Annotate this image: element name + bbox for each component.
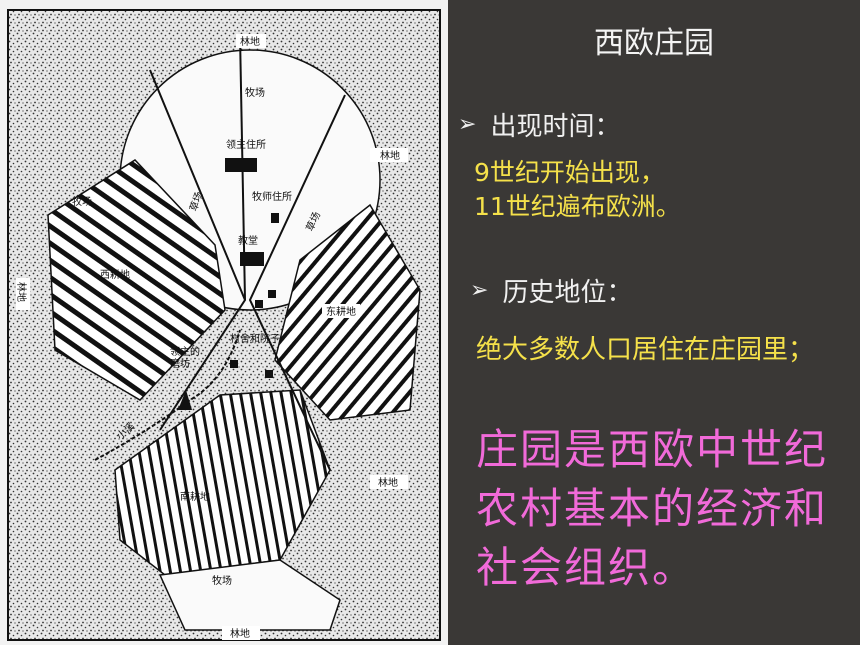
bullet-historical-status: ➢ 历史地位：	[470, 272, 632, 309]
manor-map: 林地 牧场 领主住所 牧师住所 教堂 林地 牧场 西耕地 东耕地 村舍和院子 领…	[0, 0, 448, 645]
label-priest-house: 牧师住所	[252, 190, 292, 203]
cottage	[230, 360, 238, 368]
label-south-field: 南耕地	[180, 490, 210, 503]
slide-title: 西欧庄园	[594, 26, 714, 61]
label-east-field: 东耕地	[326, 305, 356, 318]
lower-pasture	[158, 559, 341, 631]
south-field-area	[114, 389, 331, 576]
priest-house-building	[271, 213, 279, 223]
arrow-bullet-icon: ➢	[470, 278, 489, 303]
section1-line1: 9世纪开始出现，	[474, 158, 665, 187]
label-forest-right: 林地	[380, 149, 400, 162]
section2-heading: 历史地位：	[502, 278, 633, 308]
cottage	[255, 300, 263, 308]
label-forest-lower-right: 林地	[378, 476, 398, 489]
mill-building	[178, 390, 192, 410]
section1-heading: 出现时间：	[490, 112, 621, 142]
west-field-area	[47, 159, 226, 401]
road-east	[248, 94, 346, 471]
label-village: 村舍和院子	[230, 332, 280, 345]
bullet-appearance-time: ➢ 出现时间：	[458, 106, 620, 143]
highlight-text: 庄园是西欧中世纪农村基本的经济和社会组织。	[476, 425, 829, 592]
arrow-bullet-icon: ➢	[458, 112, 477, 137]
label-church: 教堂	[238, 234, 258, 247]
label-forest-left: 林地	[15, 282, 28, 302]
label-forest-bottom: 林地	[230, 627, 250, 640]
section2-text: 绝大多数人口居住在庄园里；	[476, 335, 815, 365]
manor-house-building	[225, 158, 257, 172]
church-building	[240, 252, 264, 266]
label-pasture-bottom: 牧场	[212, 574, 232, 587]
manor-map-svg: 林地 牧场 领主住所 牧师住所 教堂 林地 牧场 西耕地 东耕地 村舍和院子 领…	[7, 9, 441, 641]
label-pasture-top: 牧场	[245, 86, 265, 99]
section1-line2: 11世纪遍布欧洲。	[474, 192, 681, 221]
label-forest-top: 林地	[240, 35, 260, 48]
cottage	[268, 290, 276, 298]
cottage	[265, 370, 273, 378]
label-manor-house: 领主住所	[226, 138, 266, 151]
stream-path	[94, 329, 241, 461]
label-pasture-left: 牧场	[72, 195, 92, 208]
slide-text-panel: 西欧庄园 ➢ 出现时间： 9世纪开始出现， 11世纪遍布欧洲。 ➢ 历史地位： …	[448, 0, 860, 645]
label-west-field: 西耕地	[100, 268, 130, 281]
label-mill: 领主的磨坊	[170, 345, 200, 370]
